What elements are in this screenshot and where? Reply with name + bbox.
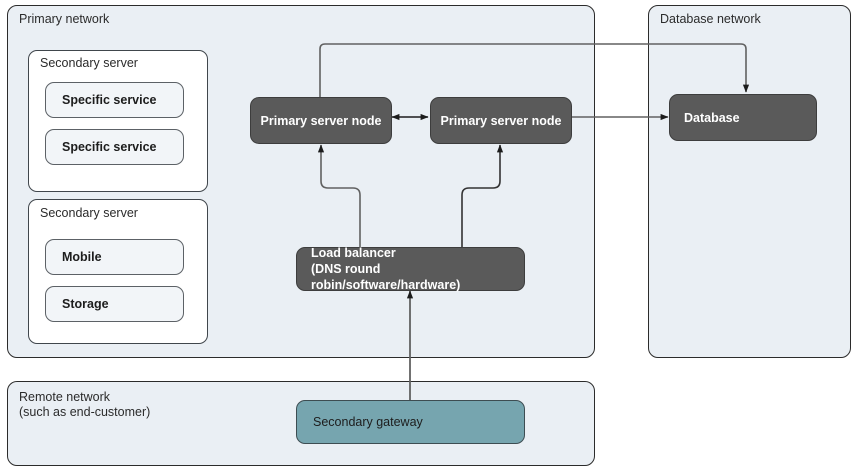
node-secondary-gateway[interactable]: Secondary gateway	[296, 400, 525, 444]
network-database-label: Database network	[660, 12, 761, 26]
network-remote-label: Remote network (such as end-customer)	[19, 390, 151, 419]
node-primary-server-right[interactable]: Primary server node	[430, 97, 572, 144]
service-label: Storage	[62, 297, 109, 311]
node-database[interactable]: Database	[669, 94, 817, 141]
service-label: Specific service	[62, 140, 157, 154]
service-box-storage[interactable]: Storage	[45, 286, 184, 322]
server-group-1[interactable]	[28, 50, 208, 192]
load-balancer-subtitle: (DNS round robin/software/hardware)	[311, 262, 461, 292]
load-balancer-title: Load balancer	[311, 246, 396, 260]
network-primary-label: Primary network	[19, 12, 110, 26]
service-box-specific-service-1[interactable]: Specific service	[45, 82, 184, 118]
node-label: Primary server node	[440, 113, 562, 128]
service-label: Mobile	[62, 250, 102, 264]
node-label: Primary server node	[260, 113, 382, 128]
server-group-1-label: Secondary server	[40, 56, 138, 70]
server-group-2-label: Secondary server	[40, 206, 138, 220]
network-database[interactable]	[648, 5, 851, 358]
service-box-mobile[interactable]: Mobile	[45, 239, 184, 275]
node-label: Database	[684, 110, 740, 125]
service-box-specific-service-2[interactable]: Specific service	[45, 129, 184, 165]
node-primary-server-left[interactable]: Primary server node	[250, 97, 392, 144]
gateway-label: Secondary gateway	[313, 415, 423, 429]
service-label: Specific service	[62, 93, 157, 107]
node-load-balancer[interactable]: Load balancer (DNS round robin/software/…	[296, 246, 525, 292]
